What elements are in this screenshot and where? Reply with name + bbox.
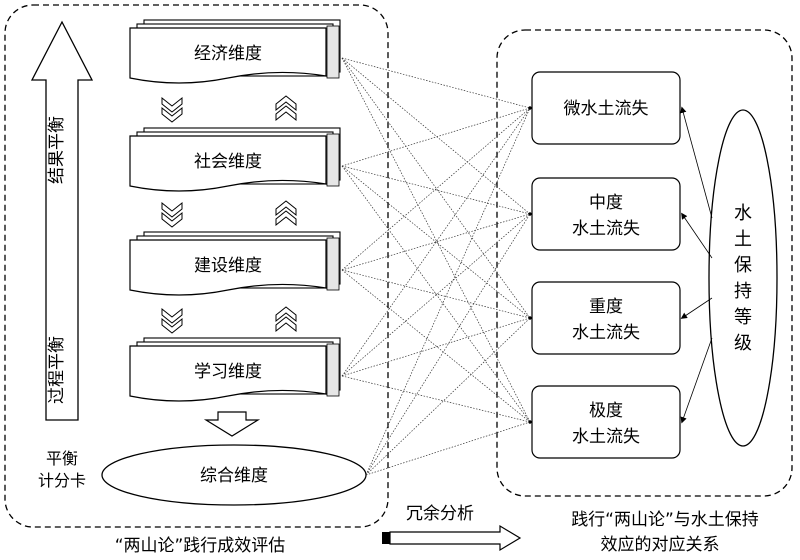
left-bottom-label: “两山论”践行成效评估: [115, 536, 286, 556]
right-bottom-label-line2: 效应的对应关系: [601, 535, 720, 555]
connector-label: 冗余分析: [406, 504, 474, 524]
level-line1: 中度: [589, 193, 623, 213]
caption-line2: 计分卡: [38, 471, 86, 490]
dimension-label: 建设维度: [194, 256, 262, 276]
arrow-top-label: 结果平衡: [47, 116, 67, 184]
dimension-label: 经济维度: [194, 44, 262, 64]
caption-line1: 平衡: [46, 449, 78, 468]
level-line2: 水土流失: [572, 427, 640, 447]
grade-char: 等: [734, 307, 752, 328]
dimension-label: 社会维度: [194, 152, 262, 172]
down-arrow: [203, 411, 261, 437]
dimension-label: 学习维度: [194, 362, 262, 382]
level-line1: 微水土流失: [564, 99, 649, 119]
level-line1: 重度: [589, 297, 623, 317]
level-line2: 水土流失: [572, 219, 640, 239]
grade-char: 土: [734, 229, 752, 250]
grade-char: 水: [734, 203, 752, 224]
grade-char: 级: [734, 333, 752, 354]
level-box-1: 微水土流失: [531, 71, 681, 145]
right-panel-frame: [496, 29, 793, 497]
arrow-bottom-label: 过程平衡: [47, 336, 67, 404]
grade-char: 持: [734, 281, 752, 302]
level-line1: 极度: [589, 401, 623, 421]
dimension-box-4: 学习维度: [129, 337, 341, 402]
summary-dimension-label: 综合维度: [200, 466, 268, 486]
left-panel-frame: [4, 4, 389, 528]
level-line2: 水土流失: [572, 323, 640, 343]
flow-chevrons: [161, 95, 297, 334]
connector-arrow: [382, 524, 522, 552]
dimension-box-1: 经济维度: [129, 19, 341, 84]
dimension-box-2: 社会维度: [129, 127, 341, 192]
grade-links: [680, 106, 713, 424]
right-bottom-label-line1: 践行“两山论”与水土保持: [571, 510, 759, 530]
grade-ellipse: [708, 109, 778, 447]
dimension-box-3: 建设维度: [129, 231, 341, 296]
balance-arrow: 结果平衡 过程平衡: [30, 20, 94, 421]
grade-char: 保: [734, 255, 752, 276]
connection-lines: [341, 57, 532, 476]
